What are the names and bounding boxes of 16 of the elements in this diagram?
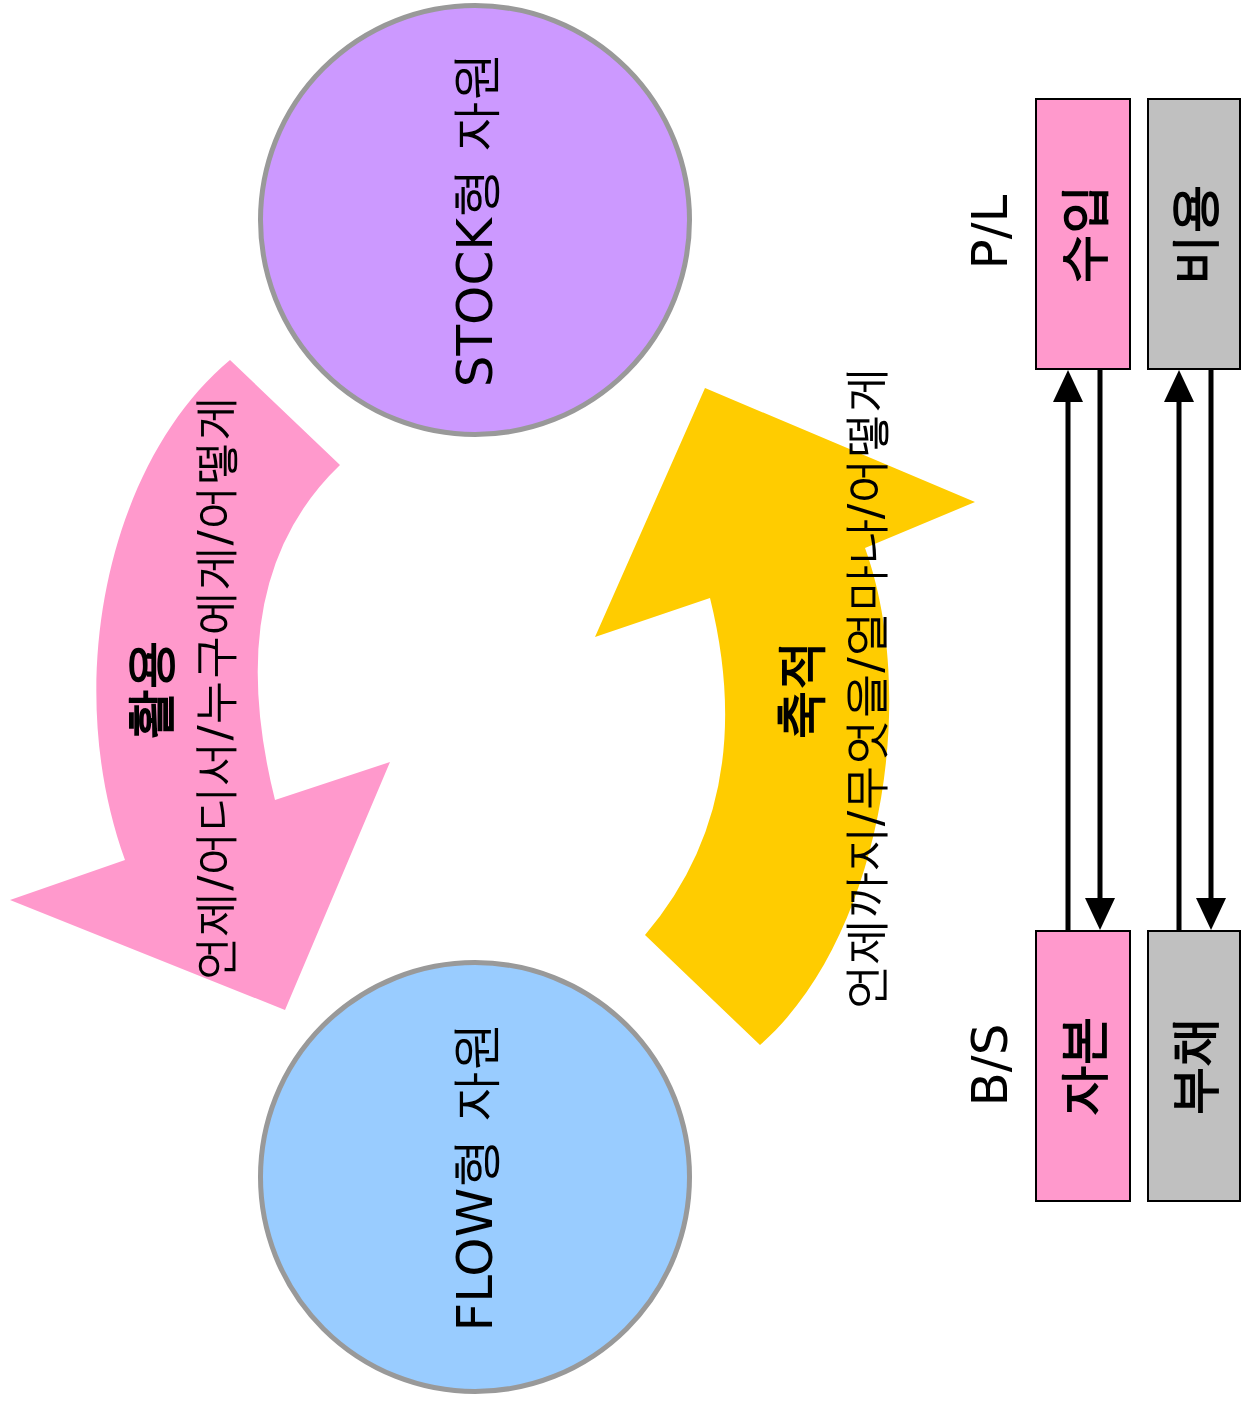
arrow (1164, 370, 1194, 930)
arrow (1053, 370, 1083, 930)
caption-text: 언제까지/무엇을/얼마나/어떻게 (839, 365, 891, 1011)
account-box: 비용 (1147, 98, 1241, 370)
caption-text: 언제/어디서/누구에게/어떻게 (190, 395, 240, 981)
resource-circle: STOCK형 자원 (258, 3, 692, 437)
arrow (1085, 370, 1115, 930)
account-box: 자본 (1035, 930, 1131, 1202)
curved-arrow (595, 388, 975, 1045)
statement-label: B/S (962, 1023, 1018, 1107)
arrow (1196, 370, 1226, 930)
account-box: 부채 (1147, 930, 1241, 1202)
curved-arrow (10, 360, 390, 1010)
resource-circle: FLOW형 자원 (258, 960, 692, 1394)
statement-label: P/L (962, 194, 1018, 270)
account-box: 수입 (1035, 98, 1131, 370)
